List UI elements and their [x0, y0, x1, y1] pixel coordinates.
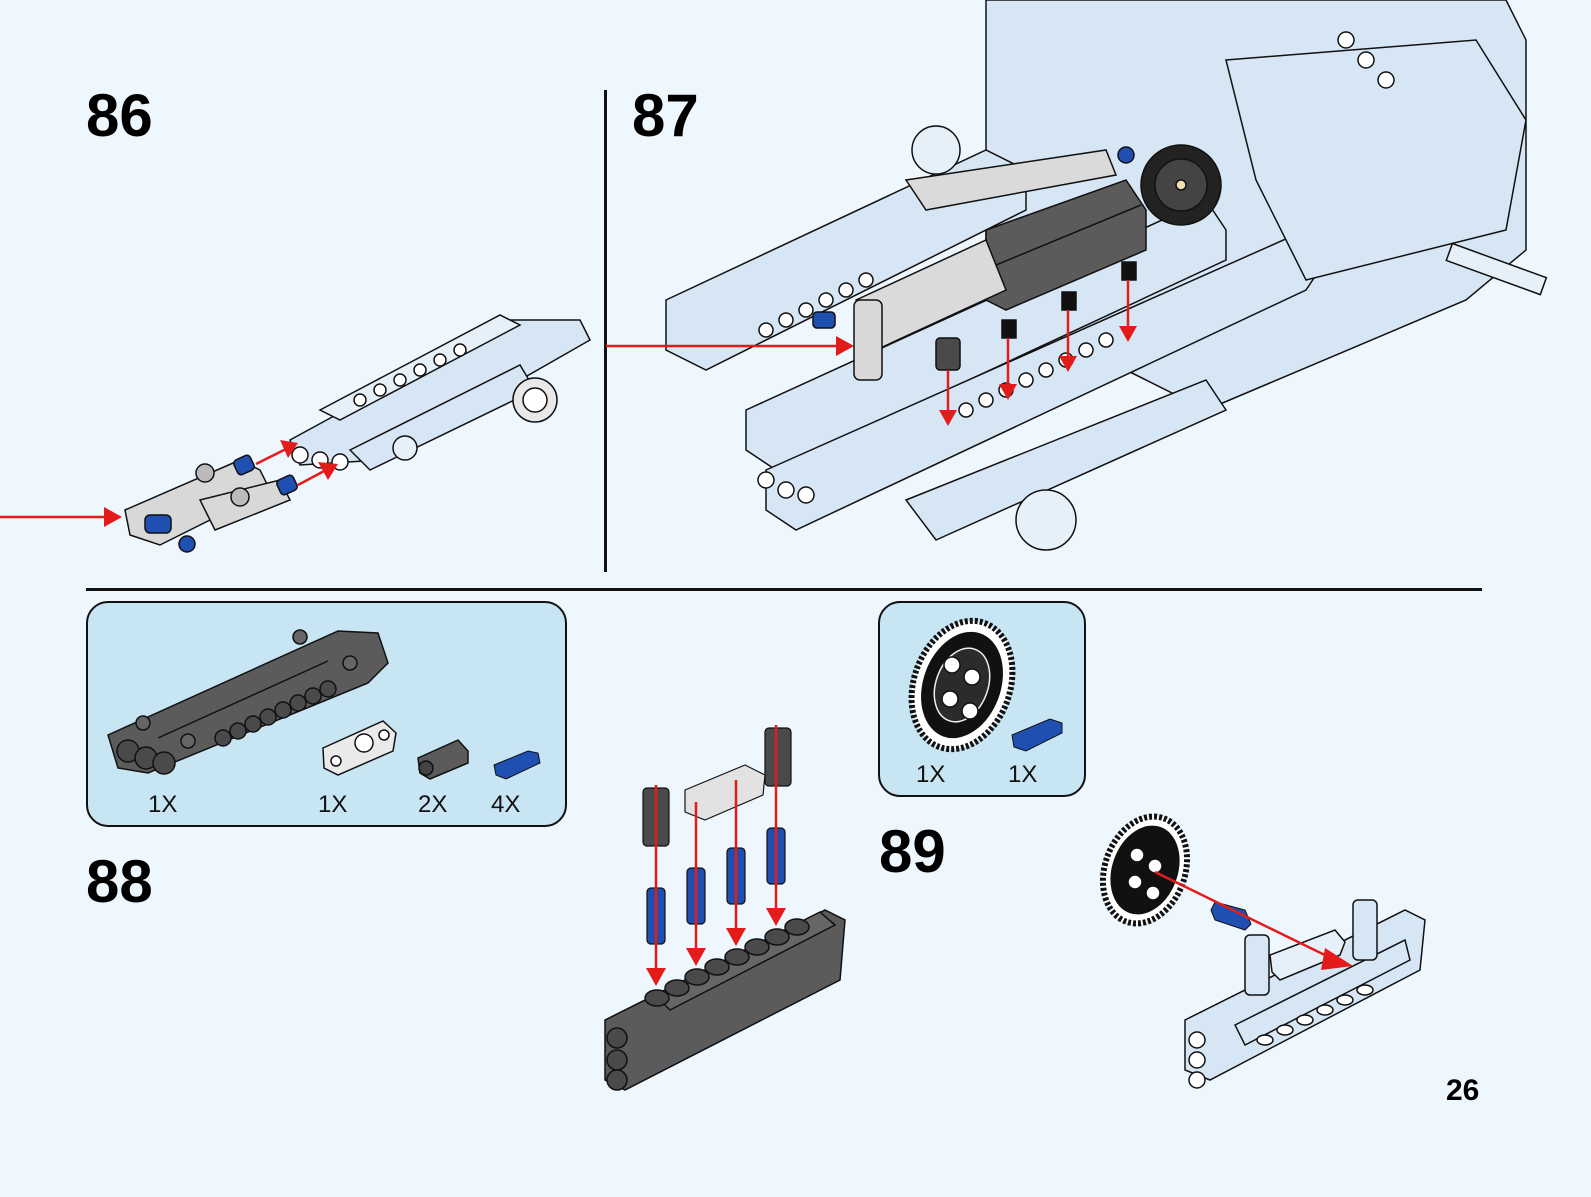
assembly-arrows [646, 725, 786, 986]
vertical-divider [604, 90, 607, 572]
black-gear [1099, 813, 1191, 927]
step-number-87: 87 [632, 82, 699, 149]
light-frame [1184, 899, 1426, 1089]
step-89-parts-art [908, 617, 1063, 753]
qty-dark-grey-panel: 1X [148, 791, 178, 818]
dark-grey-panel-part [107, 629, 389, 775]
step-86-illustration [0, 314, 591, 553]
step-88-parts-list: 1X 1X 2X 4X [86, 601, 567, 827]
page-number: 26 [1446, 1074, 1480, 1107]
step-89-illustration [1099, 813, 1426, 1089]
horizontal-divider [86, 588, 1482, 591]
dark-grey-panel [604, 909, 846, 1091]
black-gear-part [908, 617, 1016, 753]
light-frame-assembly [289, 314, 591, 471]
grey-connector-assembly [124, 454, 298, 553]
light-grey-link-part [322, 720, 397, 776]
step-87-illustration [606, 0, 1548, 551]
assembly-arrows [0, 440, 338, 527]
qty-blue-pin: 1X [1008, 761, 1038, 788]
qty-dark-grey-bush: 2X [418, 791, 448, 818]
assembly-arrows [1154, 870, 1353, 970]
chassis-frame [665, 0, 1548, 551]
blue-pin [1210, 901, 1252, 931]
qty-black-gear: 1X [916, 761, 946, 788]
assembly-arrows [606, 280, 1137, 426]
qty-blue-pin: 4X [491, 791, 521, 818]
step-89-parts-list: 1X 1X [878, 601, 1086, 797]
sub-assembly [812, 144, 1222, 381]
step-number-88: 88 [86, 848, 153, 915]
step-number-89: 89 [879, 818, 946, 885]
step-number-86: 86 [86, 82, 153, 149]
step-88-parts-art [107, 629, 541, 780]
blue-pin-part [493, 750, 541, 780]
qty-light-grey-link: 1X [318, 791, 348, 818]
blue-pin-part [1011, 718, 1063, 752]
step-88-illustration [604, 725, 846, 1091]
dark-grey-bush-part [417, 739, 469, 780]
